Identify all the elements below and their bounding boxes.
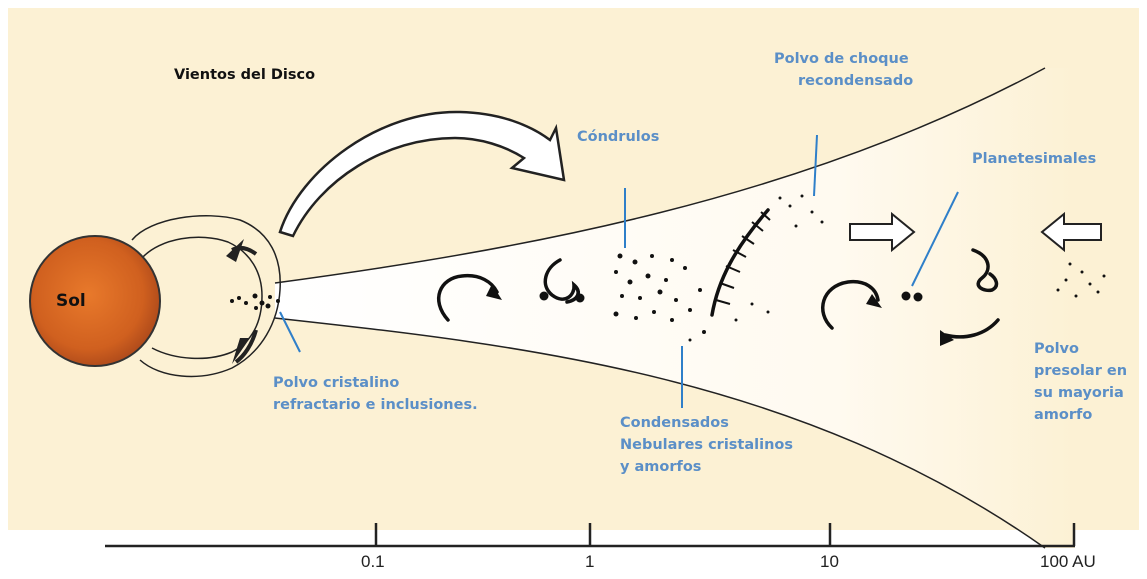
label-polvo-presolar-line-4: amorfo [1034, 404, 1127, 426]
sun-label: Sol [56, 290, 86, 312]
label-condensados-line-2: Nebulares cristalinos [620, 434, 793, 456]
label-polvo-presolar-line-1: Polvo [1034, 338, 1127, 360]
axis-tick-label: 0.1 [361, 552, 385, 572]
label-polvo-choque-line-2: recondensado [774, 70, 913, 92]
label-condensados: Condensados Nebulares cristalinos y amor… [620, 412, 793, 478]
label-condensados-line-3: y amorfos [620, 456, 793, 478]
label-polvo-cristalino-line-1: Polvo cristalino [273, 372, 478, 394]
label-polvo-cristalino: Polvo cristalino refractario e inclusion… [273, 372, 478, 416]
label-polvo-presolar-line-2: presolar en [1034, 360, 1127, 382]
label-polvo-presolar-line-3: su mayoria [1034, 382, 1127, 404]
axis-tick-label: 10 [820, 552, 839, 572]
label-polvo-presolar: Polvo presolar en su mayoria amorfo [1034, 338, 1127, 426]
diagram-title: Vientos del Disco [174, 64, 315, 86]
label-polvo-choque: Polvo de choque recondensado [774, 48, 913, 92]
label-condensados-line-1: Condensados [620, 412, 793, 434]
label-polvo-cristalino-line-2: refractario e inclusiones. [273, 394, 478, 416]
label-planetesimales: Planetesimales [972, 148, 1096, 170]
sun-icon [30, 236, 160, 366]
axis-tick-label: 100 AU [1040, 552, 1096, 572]
axis-tick-label: 1 [585, 552, 594, 572]
label-condrulos: Cóndrulos [577, 126, 659, 148]
label-polvo-choque-line-1: Polvo de choque [774, 48, 913, 70]
